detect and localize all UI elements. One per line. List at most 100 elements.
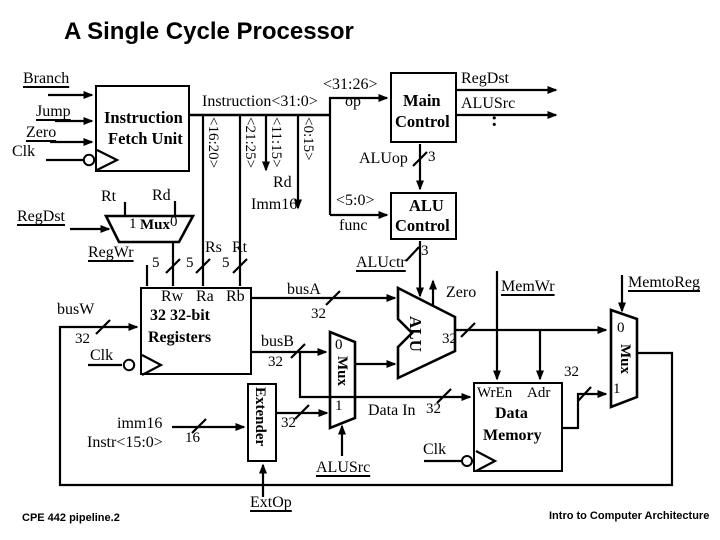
aluctr-width-label: 3 — [421, 243, 429, 259]
alusrc-mux-name: Mux — [333, 356, 350, 386]
extender-out-width-label: 32 — [281, 415, 296, 431]
main-control-name-line2: Control — [395, 112, 450, 131]
alu-out-width-label: 32 — [442, 331, 457, 347]
extop-label: ExtOp — [250, 494, 292, 511]
regfile-name-line1: 32 32-bit — [150, 307, 210, 324]
ra-port-label: Ra — [196, 288, 214, 305]
more-outputs-dots-icon: : — [491, 109, 498, 131]
regfile-clock-bubble-icon — [122, 358, 136, 372]
wren-port-label: WrEn — [477, 385, 513, 401]
zero-flag-label: Zero — [446, 284, 477, 301]
regdst-mux-rt-label: Rt — [101, 188, 117, 205]
busa-width-label: 32 — [311, 306, 326, 322]
jump-signal-label: Jump — [36, 103, 71, 120]
regdst-mux-in0-label: 0 — [170, 214, 178, 230]
datamem-clock-bubble-icon — [461, 455, 473, 467]
extender-box — [247, 383, 277, 462]
ifu-clk-label: Clk — [12, 143, 36, 160]
memtoreg-mux-in0-label: 0 — [617, 320, 625, 336]
extender-wires — [172, 404, 329, 497]
bitfield-11-15-label: <11:15> — [267, 117, 284, 168]
func-label: func — [339, 217, 368, 234]
branch-signal-label: Branch — [23, 70, 70, 87]
data-in-wire — [298, 352, 472, 404]
instruction-fetch-unit-box — [95, 85, 190, 172]
busw-label: busW — [57, 301, 95, 318]
memtoreg-select-label: MemtoReg — [628, 274, 700, 291]
regfile-clock-edge-icon — [141, 354, 164, 376]
bitfield-0-15-label: <0:15> — [299, 117, 316, 161]
op-label: op — [345, 93, 361, 110]
page-title: A Single Cycle Processor — [64, 18, 354, 45]
register-file-box — [140, 287, 252, 375]
regwr-label: RegWr — [88, 244, 134, 261]
datamem-name-line2: Memory — [483, 427, 542, 444]
busa-label: busA — [287, 281, 321, 298]
bitfield-21-25-label: <21:25> — [241, 117, 258, 169]
op-bits-label: <31:26> — [323, 76, 378, 93]
alusrc-select-label: ALUSrc — [316, 459, 371, 476]
memwr-label: MemWr — [501, 278, 555, 295]
ifu-clock-edge-icon — [96, 149, 120, 171]
alu-body-shape — [396, 285, 457, 381]
regfile-name-line2: Registers — [148, 329, 212, 346]
busb-label: busB — [261, 333, 294, 350]
datamem-out-width-label: 32 — [564, 364, 579, 380]
regdst-output-label: RegDst — [461, 70, 509, 87]
memtoreg-mux-name: Mux — [616, 344, 633, 374]
main-control-box — [390, 72, 457, 143]
rd-field-label: Rd — [273, 174, 292, 191]
ifu-name-line2: Fetch Unit — [108, 129, 183, 148]
zero-signal-label: Zero — [26, 124, 57, 141]
rs-label: Rs — [205, 239, 222, 256]
instr-15-0-label: Instr<15:0> — [87, 434, 163, 451]
imm16-input-label: imm16 — [117, 415, 163, 432]
busw-feedback-wire — [58, 323, 674, 487]
regdst-mux-in1-label: 1 — [129, 216, 137, 232]
control-signal-wires — [405, 86, 558, 298]
alusrc-mux-wires — [338, 360, 397, 456]
regdst-select-label: RegDst — [17, 208, 65, 225]
rb-width-label: 5 — [222, 255, 230, 271]
alusrc-mux-in1-label: 1 — [335, 398, 343, 414]
datamem-clock-edge-icon — [475, 450, 498, 472]
alu-wires — [429, 279, 608, 338]
instruction-bus-label: Instruction<31:0> — [202, 93, 318, 110]
main-control-name-line1: Main — [403, 91, 441, 110]
footer-course-title: Intro to Computer Architecture — [549, 510, 710, 522]
ifu-clock-bubble-icon — [82, 153, 96, 167]
alu-control-box — [390, 192, 457, 240]
ifu-input-wires — [46, 91, 120, 171]
memtoreg-mux-in1-label: 1 — [613, 381, 621, 397]
aluop-width-label: 3 — [428, 149, 436, 165]
footer-course-label: CPE 442 pipeline.2 — [22, 512, 120, 524]
func-bits-label: <5:0> — [336, 192, 375, 209]
aluop-label: ALUop — [359, 150, 408, 167]
regdst-mux-rd-label: Rd — [152, 187, 171, 204]
alusrc-output-label: ALUSrc — [461, 95, 516, 112]
alusrc-mux-in0-label: 0 — [335, 337, 343, 353]
adr-port-label: Adr — [527, 385, 551, 401]
alu-name: ALU — [405, 316, 425, 352]
data-memory-wires — [424, 271, 608, 472]
aluctr-label: ALUctr — [356, 254, 406, 271]
datamem-name-line1: Data — [495, 405, 528, 422]
rb-port-label: Rb — [226, 288, 245, 305]
imm16-field-label: Imm16 — [251, 196, 298, 213]
extender-in-width-label: 16 — [185, 430, 200, 446]
busw-width-label: 32 — [75, 331, 90, 347]
busb-width-label: 32 — [268, 354, 283, 370]
regfile-clk-label: Clk — [90, 347, 114, 364]
regdst-mux-name: Mux — [140, 217, 170, 233]
data-in-width-label: 32 — [426, 401, 441, 417]
rw-width-label: 5 — [152, 255, 160, 271]
rw-port-label: Rw — [161, 288, 184, 305]
extender-name: Extender — [251, 387, 268, 447]
bitfield-16-20-label: <16:20> — [204, 117, 221, 169]
datamem-clk-label: Clk — [423, 441, 447, 458]
alu-control-name-line1: ALU — [409, 196, 444, 215]
alu-control-name-line2: Control — [395, 216, 450, 235]
regdst-mux-shape — [103, 214, 196, 244]
memtoreg-mux-shape — [609, 308, 639, 409]
